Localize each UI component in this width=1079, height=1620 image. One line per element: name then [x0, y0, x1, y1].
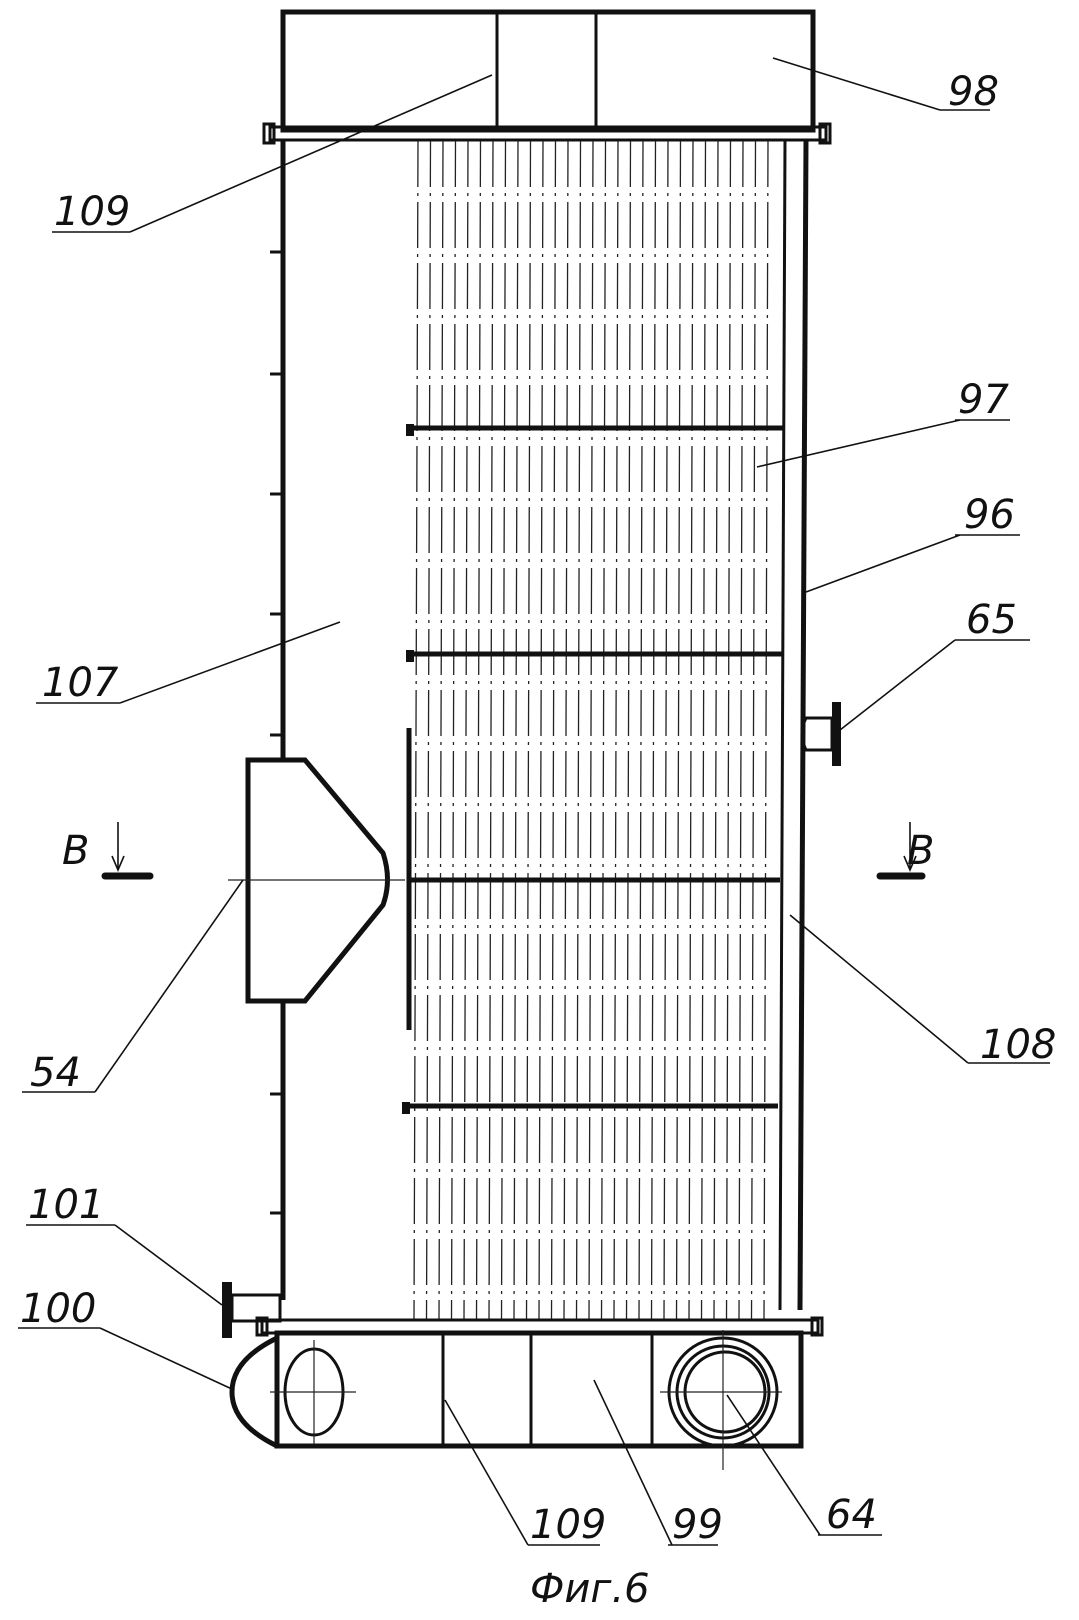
label-54: 54 — [30, 1050, 81, 1096]
tube-line — [577, 141, 581, 1320]
tube-line — [677, 141, 681, 1320]
tube-line — [664, 141, 668, 1320]
tube-line — [464, 141, 468, 1320]
tube-line — [552, 141, 556, 1320]
tube-line — [589, 141, 593, 1320]
label-98: 98 — [948, 69, 999, 115]
label-64: 64 — [826, 1492, 877, 1538]
tube-line — [414, 141, 418, 1320]
tube-line — [614, 141, 618, 1320]
label-100: 100 — [20, 1286, 96, 1332]
figure-caption: Фиг.6 — [530, 1566, 650, 1612]
tube-bundle — [414, 141, 768, 1320]
label-108: 108 — [980, 1022, 1056, 1068]
tube-line — [627, 141, 631, 1320]
label-107: 107 — [42, 660, 119, 706]
tube-line — [764, 141, 768, 1320]
tube-line — [502, 141, 506, 1320]
tube-line — [652, 141, 656, 1320]
label-96: 96 — [964, 492, 1015, 538]
tube-line — [689, 141, 693, 1320]
tube-line — [727, 141, 731, 1320]
label-109-bottom: 109 — [530, 1502, 606, 1548]
tube-line — [752, 141, 756, 1320]
tube-line — [489, 141, 493, 1320]
tube-line — [714, 141, 718, 1320]
label-109-top: 109 — [54, 189, 130, 235]
label-99: 99 — [672, 1502, 723, 1548]
tube-line — [477, 141, 481, 1320]
bottom-header — [232, 1330, 801, 1470]
label-97: 97 — [958, 377, 1009, 423]
tube-line — [539, 141, 543, 1320]
tube-line — [602, 141, 606, 1320]
nozzle-101 — [222, 1282, 280, 1338]
tube-line — [739, 141, 743, 1320]
tube-line — [702, 141, 706, 1320]
top-chamber — [283, 12, 813, 130]
tube-line — [514, 141, 518, 1320]
inlet-cone — [228, 728, 409, 1030]
callouts: 98 109 97 96 65 107 108 54 101 — [18, 58, 1056, 1548]
tube-line — [639, 141, 643, 1320]
label-101: 101 — [28, 1182, 104, 1228]
section-mark-left: B — [62, 822, 150, 876]
label-65: 65 — [966, 597, 1017, 643]
tube-line — [427, 141, 431, 1320]
tube-line — [527, 141, 531, 1320]
tube-line — [439, 141, 443, 1320]
top-tube-sheet — [264, 124, 830, 143]
section-letter-left: B — [62, 828, 89, 874]
tube-line — [452, 141, 456, 1320]
section-mark-right: B — [880, 822, 934, 876]
nozzle-65 — [802, 702, 841, 766]
tube-line — [564, 141, 568, 1320]
